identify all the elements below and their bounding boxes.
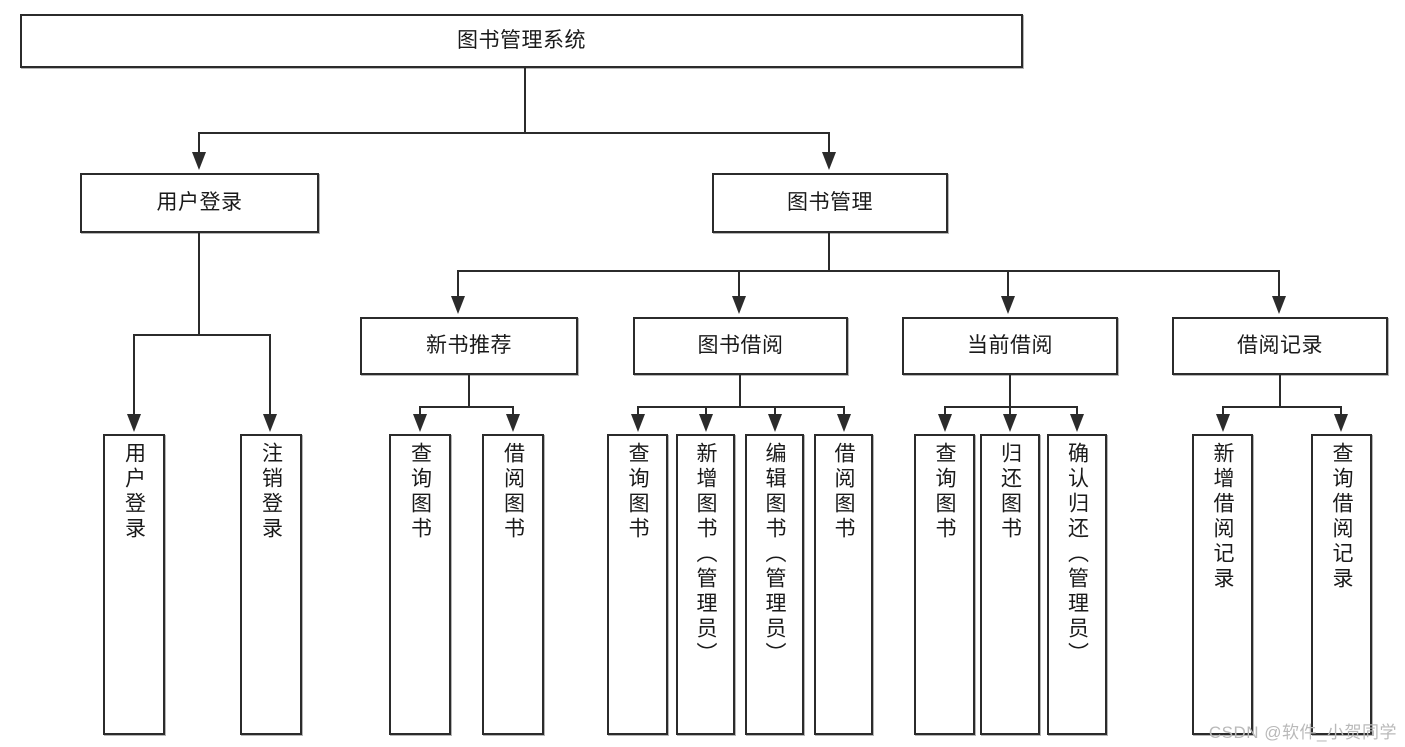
connector-nbr-drop-2 — [512, 406, 514, 418]
node-root-label: 图书管理系统 — [457, 28, 586, 52]
arrow-to-leaf-user-logout — [263, 414, 277, 432]
arrow-to-leaf-add-record — [1216, 414, 1230, 432]
connector-bb-drop-3 — [774, 406, 776, 418]
leaf-edit-book-label: 编辑图书（管理员） — [763, 442, 786, 667]
leaf-confirm-return[interactable]: 确认归还（管理员） — [1047, 434, 1107, 735]
arrow-to-leaf-edit-book — [768, 414, 782, 432]
arrow-to-new-book-rec — [451, 296, 465, 314]
connector-cb-drop-1 — [944, 406, 946, 418]
connector-bm-drop-4 — [1278, 270, 1280, 298]
connector-br-drop-1 — [1222, 406, 1224, 418]
connector-bb-stem — [739, 375, 741, 408]
connector-br-drop-2 — [1340, 406, 1342, 418]
leaf-borrow-book-2[interactable]: 借阅图书 — [814, 434, 873, 735]
node-borrow-record-label: 借阅记录 — [1237, 333, 1323, 357]
connector-bb-bus — [637, 406, 844, 408]
arrow-to-leaf-confirm-return — [1070, 414, 1084, 432]
node-root[interactable]: 图书管理系统 — [20, 14, 1023, 68]
connector-bm-drop-1 — [457, 270, 459, 298]
connector-cb-stem — [1009, 375, 1011, 408]
arrow-to-leaf-borrow-book-1 — [506, 414, 520, 432]
leaf-add-record-label: 新增借阅记录 — [1211, 442, 1234, 592]
node-current-borrow-label: 当前借阅 — [967, 333, 1053, 357]
arrow-to-leaf-query-book-1 — [413, 414, 427, 432]
leaf-query-book-1-label: 查询图书 — [408, 442, 432, 542]
leaf-query-book-1[interactable]: 查询图书 — [389, 434, 451, 735]
leaf-edit-book[interactable]: 编辑图书（管理员） — [745, 434, 804, 735]
leaf-return-book-label: 归还图书 — [998, 442, 1022, 542]
leaf-user-logout[interactable]: 注销登录 — [240, 434, 302, 735]
connector-bb-drop-4 — [843, 406, 845, 418]
leaf-add-record[interactable]: 新增借阅记录 — [1192, 434, 1253, 735]
arrow-to-current-borrow — [1001, 296, 1015, 314]
leaf-query-book-2[interactable]: 查询图书 — [607, 434, 668, 735]
arrow-to-leaf-return-book — [1003, 414, 1017, 432]
leaf-add-book[interactable]: 新增图书（管理员） — [676, 434, 735, 735]
arrow-to-book-borrow — [732, 296, 746, 314]
node-user-login[interactable]: 用户登录 — [80, 173, 319, 233]
arrow-to-leaf-query-book-3 — [938, 414, 952, 432]
connector-nbr-bus — [419, 406, 514, 408]
arrow-to-leaf-query-record — [1334, 414, 1348, 432]
arrow-to-book-manage — [822, 152, 836, 170]
connector-root-bus — [198, 132, 830, 134]
connector-user-login-drop-2 — [269, 334, 271, 416]
leaf-return-book[interactable]: 归还图书 — [980, 434, 1040, 735]
leaf-query-book-3-label: 查询图书 — [933, 442, 956, 542]
leaf-user-login-label: 用户登录 — [122, 442, 146, 542]
connector-cb-drop-3 — [1076, 406, 1078, 418]
connector-cb-bus — [944, 406, 1078, 408]
leaf-confirm-return-label: 确认归还（管理员） — [1065, 442, 1089, 667]
connector-bm-drop-2 — [738, 270, 740, 298]
connector-bm-drop-3 — [1007, 270, 1009, 298]
connector-root-to-book-manage — [828, 132, 830, 154]
connector-nbr-drop-1 — [419, 406, 421, 418]
node-new-book-rec-label: 新书推荐 — [426, 333, 512, 357]
connector-user-login-stem — [198, 233, 200, 336]
leaf-query-book-2-label: 查询图书 — [626, 442, 649, 542]
leaf-query-record-label: 查询借阅记录 — [1330, 442, 1353, 592]
connector-book-manage-stem — [828, 233, 830, 272]
connector-book-manage-bus — [457, 270, 1280, 272]
node-book-manage[interactable]: 图书管理 — [712, 173, 948, 233]
arrow-to-borrow-record — [1272, 296, 1286, 314]
connector-bb-drop-1 — [637, 406, 639, 418]
node-user-login-label: 用户登录 — [156, 190, 243, 214]
arrow-to-leaf-borrow-book-2 — [837, 414, 851, 432]
leaf-user-login[interactable]: 用户登录 — [103, 434, 165, 735]
node-book-borrow-label: 图书借阅 — [697, 333, 784, 357]
connector-cb-drop-2 — [1009, 406, 1011, 418]
arrow-to-leaf-add-book — [699, 414, 713, 432]
connector-user-login-drop-1 — [133, 334, 135, 416]
connector-user-login-bus — [133, 334, 271, 336]
leaf-borrow-book-2-label: 借阅图书 — [832, 442, 855, 542]
leaf-borrow-book-1[interactable]: 借阅图书 — [482, 434, 544, 735]
leaf-add-book-label: 新增图书（管理员） — [694, 442, 717, 667]
csdn-watermark: CSDN @软件_小贺同学 — [1208, 723, 1397, 742]
arrow-to-leaf-query-book-2 — [631, 414, 645, 432]
connector-br-stem — [1279, 375, 1281, 408]
connector-br-bus — [1222, 406, 1342, 408]
connector-root-to-user-login — [198, 132, 200, 154]
node-book-borrow[interactable]: 图书借阅 — [633, 317, 848, 375]
arrow-to-user-login — [192, 152, 206, 170]
leaf-query-record[interactable]: 查询借阅记录 — [1311, 434, 1372, 735]
leaf-user-logout-label: 注销登录 — [259, 442, 283, 542]
leaf-query-book-3[interactable]: 查询图书 — [914, 434, 975, 735]
leaf-borrow-book-1-label: 借阅图书 — [501, 442, 525, 542]
node-new-book-rec[interactable]: 新书推荐 — [360, 317, 578, 375]
node-current-borrow[interactable]: 当前借阅 — [902, 317, 1118, 375]
node-book-manage-label: 图书管理 — [787, 190, 873, 214]
node-borrow-record[interactable]: 借阅记录 — [1172, 317, 1388, 375]
connector-root-stem — [524, 68, 526, 133]
connector-nbr-stem — [468, 375, 470, 408]
connector-bb-drop-2 — [705, 406, 707, 418]
arrow-to-leaf-user-login — [127, 414, 141, 432]
